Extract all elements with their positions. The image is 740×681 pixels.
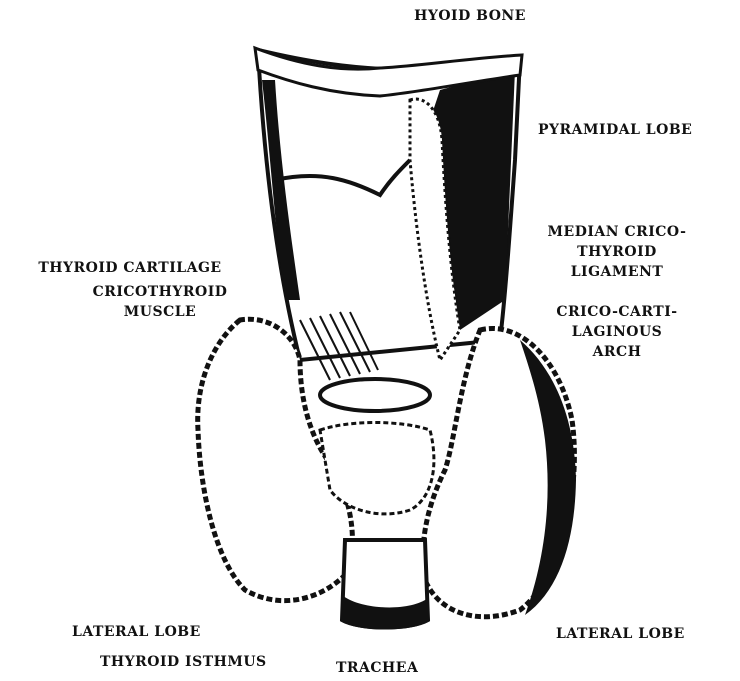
label-line: LAGINOUS — [532, 322, 702, 342]
label-cricothyroid-muscle: CRICOTHYROID MUSCLE — [60, 282, 260, 322]
label-line: MUSCLE — [60, 302, 260, 322]
label-lateral-lobe-left: LATERAL LOBE — [72, 622, 201, 642]
label-hyoid-bone: HYOID BONE — [400, 6, 540, 26]
label-pyramidal-lobe: PYRAMIDAL LOBE — [538, 120, 692, 140]
label-line: MEDIAN CRICO- — [532, 222, 702, 242]
label-thyroid-cartilage: THYROID CARTILAGE — [0, 258, 260, 278]
label-lateral-lobe-right: LATERAL LOBE — [556, 624, 685, 644]
label-median-crico-thyroid-ligament: MEDIAN CRICO- THYROID LIGAMENT — [532, 222, 702, 282]
label-thyroid-isthmus: THYROID ISTHMUS — [100, 652, 267, 672]
cricoid-ring — [320, 379, 430, 411]
label-line: CRICOTHYROID — [60, 282, 260, 302]
label-line: THYROID — [532, 242, 702, 262]
label-line: CRICO-CARTI- — [532, 302, 702, 322]
label-crico-cartilaginous-arch: CRICO-CARTI- LAGINOUS ARCH — [532, 302, 702, 362]
label-line: LIGAMENT — [532, 262, 702, 282]
label-line: ARCH — [532, 342, 702, 362]
label-trachea: TRACHEA — [336, 658, 418, 678]
